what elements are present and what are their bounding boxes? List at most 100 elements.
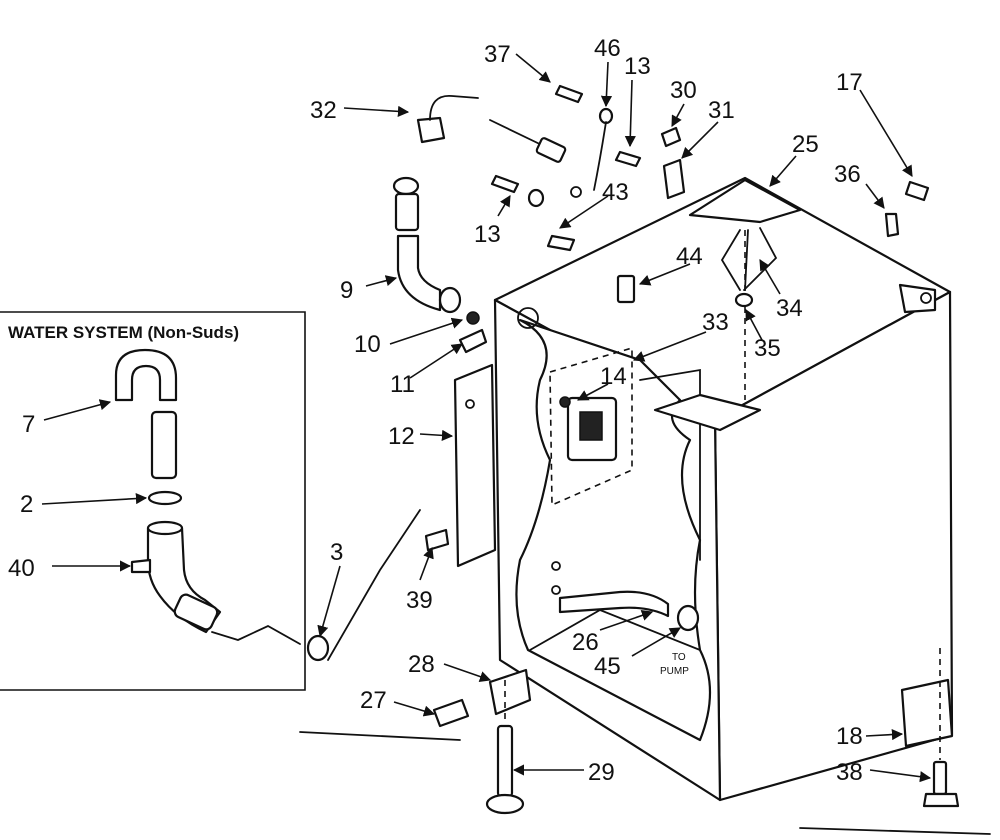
fill-hose-part-26 <box>551 561 700 632</box>
cord-connector <box>535 137 567 163</box>
callout-39: 39 <box>406 587 433 614</box>
to-pump-note-line1: TO <box>672 652 686 663</box>
callout-37: 37 <box>484 41 511 68</box>
callout-29: 29 <box>588 759 615 786</box>
callout-3: 3 <box>330 539 343 566</box>
timer-dial <box>579 411 603 441</box>
corner-bracket-right <box>898 283 937 314</box>
callout-10: 10 <box>354 331 381 358</box>
water-system-inset: WATER SYSTEM (Non-Suds) <box>0 311 421 691</box>
bracket-part-27 <box>432 698 470 728</box>
callout-25: 25 <box>792 131 819 158</box>
clamp-link <box>327 509 421 661</box>
tube-route <box>211 624 301 645</box>
callout-13-left: 13 <box>474 221 501 248</box>
callout-36: 36 <box>834 161 861 188</box>
callout-46: 46 <box>594 35 621 62</box>
to-pump-note-line2: PUMP <box>660 666 689 677</box>
callout-13-top: 13 <box>624 53 651 80</box>
switch-part-31 <box>662 158 686 200</box>
foot-bracket-part-28 <box>488 668 532 716</box>
callout-28: 28 <box>408 651 435 678</box>
hose-9-ring <box>438 286 462 314</box>
bracket-part-12 <box>453 363 497 568</box>
washer-13-left <box>527 188 545 208</box>
callout-44: 44 <box>676 243 703 270</box>
hose-9-top <box>394 192 420 232</box>
bracket-hole <box>465 399 475 409</box>
callout-14: 14 <box>600 363 627 390</box>
clip-part-30 <box>660 126 682 148</box>
cabinet-part-25 <box>493 176 954 802</box>
screw-part-37 <box>554 84 584 104</box>
hose-9-bend <box>396 234 442 312</box>
cord-line <box>489 119 549 149</box>
cord-loop <box>429 95 479 121</box>
leg-38-shaft <box>932 760 948 796</box>
small-screw-b <box>551 585 561 595</box>
cord-plug <box>416 116 446 144</box>
callout-2: 2 <box>20 491 33 518</box>
callout-40: 40 <box>8 555 35 582</box>
leg-shaft <box>496 724 514 798</box>
callout-38: 38 <box>836 759 863 786</box>
callout-11: 11 <box>390 371 415 398</box>
callout-32: 32 <box>310 97 337 124</box>
hose-part-9 <box>392 176 462 314</box>
clamp-ring-part-2 <box>147 490 183 506</box>
top-brace-front <box>653 393 762 432</box>
leg-part-38 <box>922 760 960 808</box>
inset-title: WATER SYSTEM (Non-Suds) <box>8 323 239 342</box>
callout-35: 35 <box>754 335 781 362</box>
floor-line-right <box>799 827 991 835</box>
washer-part-46 <box>598 107 614 125</box>
leveling-leg-part-29 <box>485 724 525 815</box>
harness-wire-mid <box>744 229 749 291</box>
washer-small <box>570 186 582 198</box>
screw-part-36 <box>884 212 900 238</box>
callout-12: 12 <box>388 423 415 450</box>
hook-hose-part-7 <box>114 348 178 402</box>
floor-line <box>299 731 461 741</box>
corner-hole <box>920 292 932 304</box>
callout-17: 17 <box>836 69 863 96</box>
terminal-part-44 <box>616 274 636 304</box>
top-hole <box>517 307 539 329</box>
harness-part-34 <box>720 227 778 308</box>
callout-30: 30 <box>670 77 697 104</box>
inset-border <box>0 311 306 691</box>
screw-part-13-left <box>490 174 520 194</box>
callout-26: 26 <box>572 629 599 656</box>
callout-7: 7 <box>22 411 35 438</box>
harness-wire-left <box>720 229 741 291</box>
callout-9: 9 <box>340 277 353 304</box>
callout-33: 33 <box>702 309 729 336</box>
elbow-top-ring <box>146 520 184 536</box>
screw-part-43 <box>546 234 576 252</box>
leg-foot <box>485 793 525 815</box>
cord-part-32 <box>416 95 567 163</box>
leg-38-foot <box>922 792 960 808</box>
harness-wire-right <box>743 227 778 291</box>
callout-45: 45 <box>594 653 621 680</box>
panel-part-18 <box>900 678 954 748</box>
drain-stem-part-40 <box>130 558 152 574</box>
screw-part-39 <box>424 528 450 552</box>
leader-arrows <box>41 53 932 783</box>
hose-9-cap <box>392 176 420 196</box>
callout-31: 31 <box>708 97 735 124</box>
callout-labels: 32 37 46 13 30 31 25 17 36 43 13 44 34 3… <box>8 35 863 786</box>
clip-part-11 <box>458 328 488 354</box>
callout-27: 27 <box>360 687 387 714</box>
top-brace-rear <box>688 178 802 224</box>
wire-46 <box>593 121 607 191</box>
hose-clamp-part-45 <box>676 604 700 632</box>
part-33-outline <box>549 346 633 507</box>
timer-knob <box>559 396 571 408</box>
inner-hose <box>558 590 670 618</box>
clip-part-17 <box>904 180 930 202</box>
grommet-part-35 <box>734 292 754 308</box>
washer-part-10 <box>466 311 480 325</box>
